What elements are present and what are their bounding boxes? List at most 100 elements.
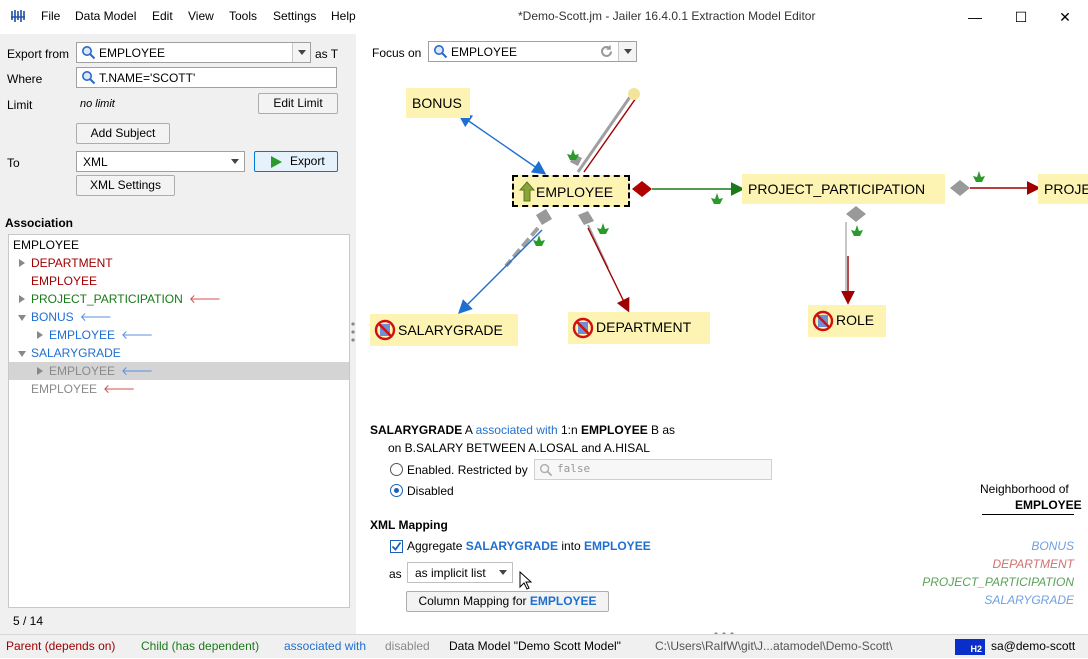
neighbor-item[interactable]: DEPARTMENT — [992, 557, 1074, 571]
splitter-handle-horizontal[interactable] — [712, 626, 736, 636]
focus-value: EMPLOYEE — [451, 45, 518, 59]
tree-row[interactable]: EMPLOYEE🡐 — [9, 326, 349, 344]
tree-row-label: BONUS — [31, 310, 74, 324]
edge-department[interactable] — [587, 227, 630, 313]
self-join-dot[interactable] — [628, 88, 640, 100]
neighbor-item[interactable]: BONUS — [1031, 539, 1074, 553]
collapsed-triangle-icon[interactable] — [37, 367, 43, 375]
minimize-button[interactable]: — — [968, 9, 982, 25]
edit-limit-button[interactable]: Edit Limit — [258, 93, 338, 114]
tree-row-content: EMPLOYEE🡐 — [31, 380, 135, 398]
edge-self-gray[interactable] — [576, 93, 634, 173]
xml-settings-button[interactable]: XML Settings — [76, 175, 175, 196]
add-subject-button[interactable]: Add Subject — [76, 123, 170, 144]
menu-tools[interactable]: Tools — [229, 9, 258, 23]
disabled-radio[interactable] — [390, 484, 403, 497]
association-summary: SALARYGRADE A associated with 1:n EMPLOY… — [370, 423, 675, 437]
aggregate-prefix: Aggregate — [407, 539, 463, 553]
edge-salarygrade[interactable] — [458, 229, 543, 314]
tree-row[interactable]: SALARYGRADE — [9, 344, 349, 362]
chevron-down-icon[interactable] — [494, 563, 512, 582]
format-combo[interactable]: XML — [76, 151, 245, 172]
legend-disabled[interactable]: disabled — [385, 639, 430, 653]
tree-row-content: BONUS🡐 — [31, 308, 112, 326]
maximize-button[interactable]: ☐ — [1014, 9, 1028, 25]
menu-edit[interactable]: Edit — [152, 9, 173, 23]
collapsed-triangle-icon[interactable] — [19, 259, 25, 267]
neighborhood-list: BONUS DEPARTMENT PROJECT_PARTICIPATION SALA… — [900, 537, 1074, 609]
assoc-type: associated with — [475, 423, 558, 437]
edge-self-red[interactable] — [583, 97, 637, 173]
excluded-icon — [572, 317, 594, 339]
app-icon — [9, 8, 27, 26]
tree-row[interactable]: BONUS🡐 — [9, 308, 349, 326]
aggregation-combo[interactable]: as implicit list — [407, 562, 513, 583]
node-role[interactable]: ROLE — [808, 305, 886, 337]
to-label: To — [7, 156, 20, 170]
legend-child[interactable]: Child (has dependent) — [141, 639, 260, 653]
export-button[interactable]: Export — [254, 151, 338, 172]
chevron-down-icon[interactable] — [292, 43, 310, 62]
edge-bonus[interactable] — [457, 113, 547, 175]
collapsed-triangle-icon[interactable] — [37, 331, 43, 339]
aggregation-value: as implicit list — [415, 566, 486, 580]
association-graph[interactable] — [356, 70, 1088, 410]
aggregate-into: into — [561, 539, 581, 553]
menu-view[interactable]: View — [188, 9, 214, 23]
splitter-handle[interactable] — [350, 320, 356, 344]
tree-row[interactable]: DEPARTMENT — [9, 254, 349, 272]
chevron-down-icon[interactable] — [226, 152, 244, 171]
expanded-triangle-icon[interactable] — [18, 351, 26, 357]
menu-settings[interactable]: Settings — [273, 9, 317, 23]
column-mapping-table: EMPLOYEE — [529, 594, 597, 608]
tree-row[interactable]: EMPLOYEE🡐 — [9, 362, 349, 380]
neighbor-item[interactable]: SALARYGRADE — [984, 593, 1074, 607]
node-project-participation[interactable]: PROJECT_PARTICIPATION — [742, 174, 945, 204]
where-value: T.NAME='SCOTT' — [99, 71, 196, 85]
tree-row-label: DEPARTMENT — [31, 256, 113, 270]
neighbor-item[interactable]: PROJECT_PARTICIPATION — [922, 575, 1074, 589]
column-mapping-button[interactable]: Column Mapping for EMPLOYEE — [406, 591, 609, 612]
node-project[interactable]: PROJE — [1038, 174, 1088, 204]
gray-diamond — [578, 211, 594, 225]
parent-diamond — [632, 181, 652, 197]
chevron-down-icon[interactable] — [618, 42, 636, 61]
aggregate-checkbox[interactable] — [390, 540, 403, 553]
where-input[interactable]: T.NAME='SCOTT' — [76, 67, 337, 88]
reverse-arrow-icon: 🡐 — [103, 382, 136, 396]
node-department[interactable]: DEPARTMENT — [568, 312, 710, 344]
enabled-radio[interactable] — [390, 463, 403, 476]
gray-diamond — [536, 209, 552, 225]
tree-row[interactable]: EMPLOYEE — [9, 272, 349, 290]
menu-help[interactable]: Help — [331, 9, 356, 23]
export-from-label: Export from — [7, 47, 70, 61]
where-label: Where — [7, 72, 43, 86]
search-icon — [82, 46, 96, 60]
close-button[interactable]: ✕ — [1059, 9, 1071, 25]
tree-row-content: PROJECT_PARTICIPATION🡐 — [31, 290, 221, 308]
restriction-input[interactable]: false — [534, 459, 772, 480]
assoc-destination: EMPLOYEE — [581, 423, 648, 437]
refresh-icon[interactable] — [599, 44, 614, 59]
search-icon — [539, 463, 553, 477]
tree-row[interactable]: EMPLOYEE — [9, 236, 349, 254]
node-salarygrade-label: SALARYGRADE — [398, 322, 503, 338]
limit-label: Limit — [7, 98, 33, 112]
tree-row[interactable]: PROJECT_PARTICIPATION🡐 — [9, 290, 349, 308]
legend-associated[interactable]: associated with — [284, 639, 367, 653]
tree-row-label: EMPLOYEE — [49, 364, 116, 378]
legend-parent[interactable]: Parent (depends on) — [6, 639, 116, 653]
expanded-triangle-icon[interactable] — [18, 315, 26, 321]
node-bonus[interactable]: BONUS — [406, 88, 470, 118]
neighborhood-title: Neighborhood of — [980, 482, 1069, 496]
export-from-combo[interactable]: EMPLOYEE — [76, 42, 311, 63]
menu-data-model[interactable]: Data Model — [75, 9, 137, 23]
node-employee-root[interactable]: EMPLOYEE — [512, 175, 630, 207]
alias-label: as T — [315, 47, 339, 61]
focus-combo[interactable]: EMPLOYEE — [428, 41, 637, 62]
collapsed-triangle-icon[interactable] — [19, 295, 25, 303]
menu-file[interactable]: File — [41, 9, 61, 23]
node-salarygrade[interactable]: SALARYGRADE — [370, 314, 518, 346]
tree-row[interactable]: EMPLOYEE🡐 — [9, 380, 349, 398]
